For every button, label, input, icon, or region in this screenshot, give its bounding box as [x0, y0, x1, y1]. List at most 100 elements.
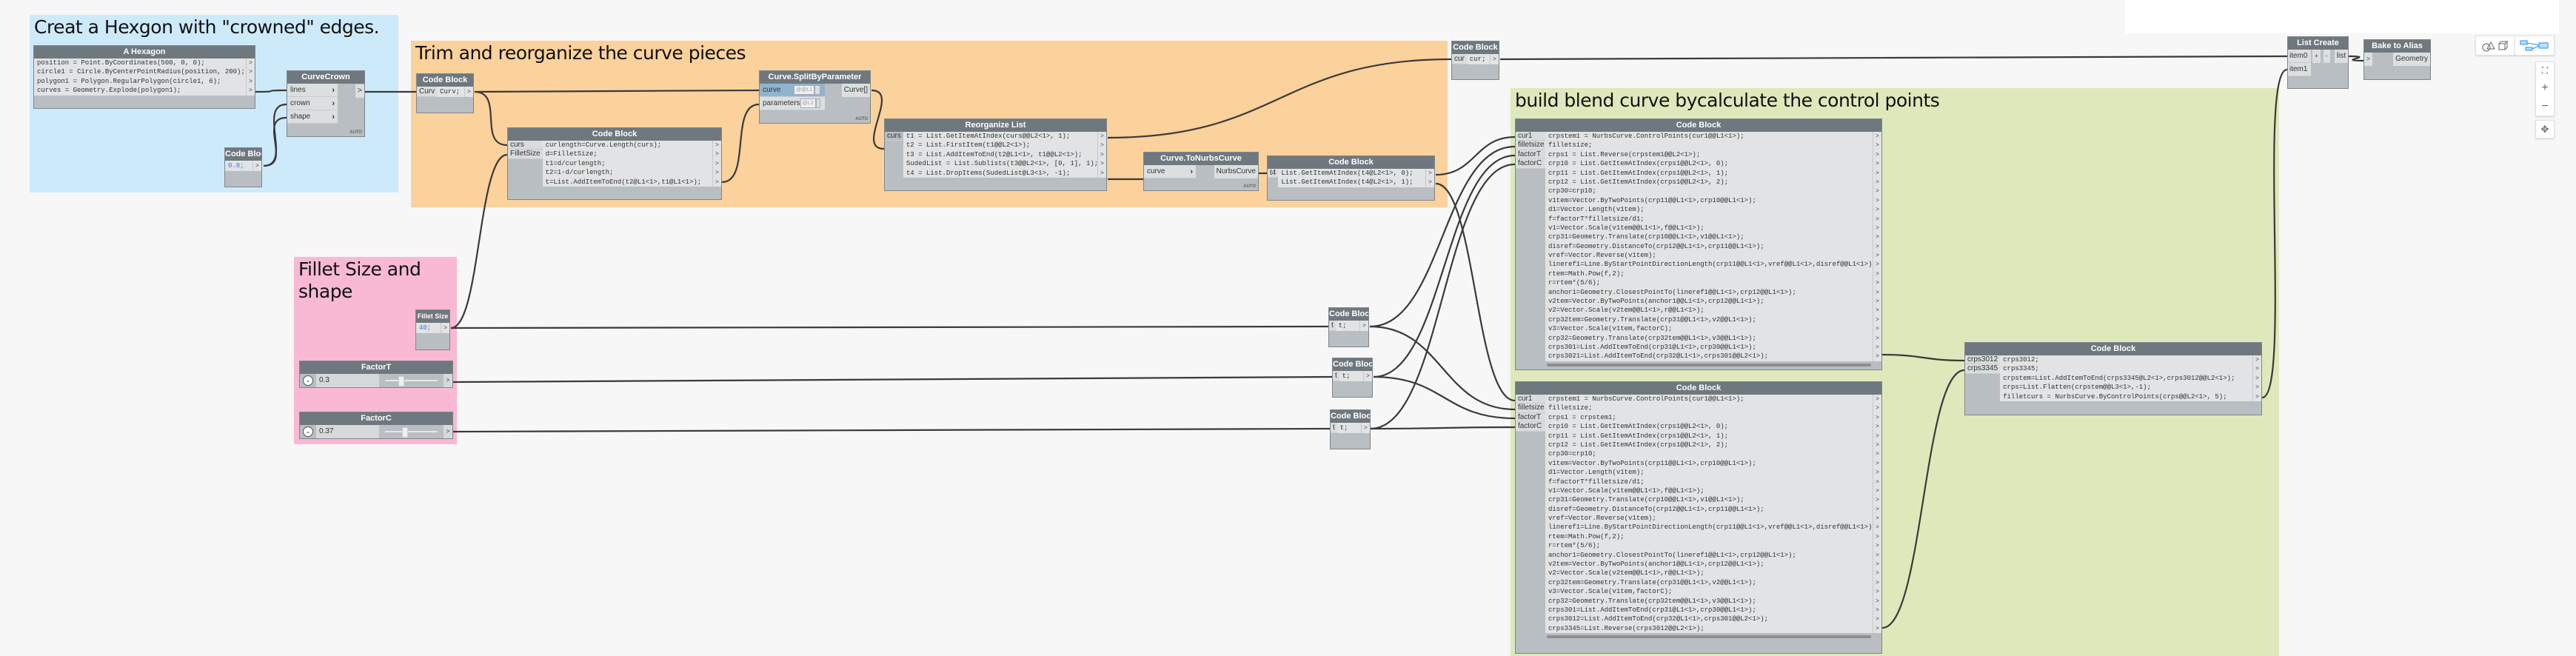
output-port[interactable]: > — [1873, 458, 1881, 469]
remove-input-button[interactable]: - — [2324, 50, 2330, 63]
code-line[interactable]: crpstem1 = NurbsCurve.ControlPoints(cur1… — [1545, 395, 1881, 404]
code-text[interactable]: v2=Vector.Scale(v2tem@@L1<1>,r@@L1<1>); — [1545, 306, 1873, 315]
code-line[interactable]: v2=Vector.Scale(v2tem@@L1<1>,r@@L1<1>);> — [1545, 569, 1881, 578]
code-text[interactable]: t1=d/curlength; — [542, 158, 712, 169]
output-port-nurbs-curve[interactable]: NurbsCurve — [1214, 165, 1258, 178]
code-line[interactable]: t1=d/curlength;> — [542, 158, 721, 169]
code-text[interactable]: List.GetItemAtIndex(t4@L2<1>, 1); — [1278, 178, 1425, 187]
slider-thumb[interactable] — [402, 427, 409, 438]
code-line[interactable]: rtem=Math.Pow(f,2);> — [1545, 269, 1881, 279]
code-line[interactable]: Curv;> — [437, 87, 473, 97]
code-line[interactable]: crp12 = List.GetItemAtIndex(crps1@@L2<1>… — [1545, 177, 1881, 187]
output-port[interactable]: > — [1873, 232, 1881, 242]
code-line[interactable]: crpstem=List.AddItemToEnd(crps3345@L2<1>… — [2000, 373, 2261, 384]
output-port[interactable]: > — [1873, 132, 1881, 141]
input-port[interactable]: factorT — [1516, 150, 1545, 160]
code-text[interactable]: crps=List.Flatten(crpstem@@L3<1>,-1); — [2000, 383, 2252, 392]
code-text[interactable]: crps301=List.AddItemToEnd(crp31@L1<1>,cr… — [1545, 342, 1873, 352]
code-text[interactable]: crps3012=List.AddItemToEnd(crp32@L1<1>,c… — [1545, 615, 1873, 624]
code-line[interactable]: anchor1=Geometry.ClosestPointTo(lineref1… — [1545, 550, 1881, 560]
zoom-to-fit-icon[interactable]: ⛶ — [2541, 64, 2549, 76]
code-text[interactable]: t; — [1339, 371, 1363, 381]
output-port[interactable]: > — [2252, 373, 2261, 384]
code-text[interactable]: crps1 = List.Reverse(crpstem1@@L2<1>); — [1545, 150, 1873, 160]
code-text[interactable]: rtem=Math.Pow(f,2); — [1545, 532, 1873, 542]
list-level-box[interactable]: @L2 — [800, 98, 816, 108]
output-port[interactable]: > — [1873, 486, 1881, 496]
code-line[interactable]: crp11 = List.GetItemAtIndex(crps1@@L2<1>… — [1545, 168, 1881, 178]
code-line[interactable]: cur;> — [1466, 54, 1499, 64]
geometry-view-toggle[interactable] — [2475, 36, 2515, 56]
output-port[interactable]: > — [1097, 159, 1106, 169]
output-port[interactable]: > — [1873, 251, 1881, 261]
code-line[interactable]: anchor1=Geometry.ClosestPointTo(lineref1… — [1545, 287, 1881, 298]
code-text[interactable]: crps301=List.AddItemToEnd(crp31@L1<1>,cr… — [1545, 605, 1873, 615]
input-port[interactable]: t — [1331, 423, 1337, 433]
code-line[interactable]: curves = Geometry.Explode(polygon1);> — [34, 86, 255, 96]
output-port[interactable]: > — [1425, 178, 1434, 187]
input-port[interactable]: factorC — [1516, 159, 1545, 169]
code-line[interactable]: crp32tem=Geometry.Translate(crp31@@L1<1>… — [1545, 315, 1881, 325]
code-line[interactable]: crps3345;> — [2000, 364, 2261, 374]
output-port[interactable]: > — [355, 84, 364, 98]
code-text[interactable]: t; — [1336, 423, 1361, 433]
node-curve-split-by-parameter[interactable]: Curve.SplitByParameter curve@@L1 paramet… — [759, 70, 871, 124]
output-port[interactable]: > — [1873, 269, 1881, 279]
output-port[interactable]: > — [1873, 569, 1881, 578]
expand-chevron-icon[interactable]: ⌄ — [303, 375, 313, 386]
code-line[interactable]: crp31=Geometry.Translate(crp10@@L1<1>,v1… — [1545, 495, 1881, 505]
connector-wire[interactable] — [452, 375, 1333, 384]
code-text[interactable]: crp32tem=Geometry.Translate(crp31@@L1<1>… — [1545, 315, 1873, 325]
code-line[interactable]: List.GetItemAtIndex(t4@L2<1>, 0);> — [1278, 169, 1434, 178]
code-line[interactable]: t;> — [1335, 321, 1368, 331]
code-text[interactable]: t; — [1335, 321, 1359, 331]
code-text[interactable]: t2=1-d/curlength; — [542, 168, 712, 178]
output-port[interactable]: > — [1873, 431, 1881, 441]
code-text[interactable]: v1tem=Vector.ByTwoPoints(crp11@@L1<1>,cr… — [1545, 458, 1873, 469]
connector-wire[interactable] — [452, 427, 1331, 433]
output-port[interactable]: > — [2252, 392, 2261, 401]
code-line[interactable]: d1=Vector.Length(v1tem);> — [1545, 468, 1881, 478]
code-text[interactable]: crp11 = List.GetItemAtIndex(crps1@@L2<1>… — [1545, 431, 1873, 441]
input-port[interactable]: > — [2364, 53, 2372, 66]
code-line[interactable]: crps1 = List.Reverse(crpstem1@@L2<1>);> — [1545, 150, 1881, 160]
node-code-block-t-3[interactable]: Code Block tt;> — [1330, 409, 1371, 449]
code-text[interactable]: t4 = List.DropItems(SudedList@L3<1>, -1)… — [903, 168, 1097, 178]
input-port[interactable]: filletsize — [1516, 141, 1545, 150]
input-port[interactable]: shape› — [287, 110, 338, 124]
output-port[interactable]: > — [1873, 241, 1881, 252]
code-text[interactable]: position = Point.ByCoordinates(500, 0, 0… — [34, 58, 246, 68]
connector-wire[interactable] — [1499, 55, 2288, 61]
lacing-label[interactable]: AUTO — [855, 117, 868, 121]
node-bake-to-alias[interactable]: Bake to Alias > Geometry — [2363, 39, 2431, 80]
code-text[interactable]: lineref1=Line.ByStartPointDirectionLengt… — [1545, 260, 1873, 270]
code-line[interactable]: v2=Vector.Scale(v2tem@@L1<1>,r@@L1<1>);> — [1545, 306, 1881, 315]
input-port[interactable]: filletsize — [1516, 404, 1545, 413]
output-port[interactable]: > — [1873, 514, 1881, 523]
code-text[interactable]: v1tem=Vector.ByTwoPoints(crp11@@L1<1>,cr… — [1545, 195, 1873, 206]
output-port[interactable]: > — [1097, 150, 1106, 160]
code-text[interactable]: crp30=crp10; — [1545, 449, 1873, 459]
code-line[interactable]: crp30=crp10;> — [1545, 449, 1881, 459]
code-line[interactable]: v2tem=Vector.ByTwoPoints(anchor1@@L1<1>,… — [1545, 560, 1881, 569]
code-text[interactable]: f=factorT*filletsize/d1; — [1545, 214, 1873, 224]
output-port[interactable]: > — [1873, 395, 1881, 404]
output-port[interactable]: > — [1873, 477, 1881, 486]
code-text[interactable]: crp10 = List.GetItemAtIndex(crps1@@L2<1>… — [1545, 159, 1873, 169]
lacing-label[interactable]: AUTO — [349, 130, 362, 135]
output-port-curve-array[interactable]: Curve[] — [841, 84, 870, 97]
code-text[interactable]: v2tem=Vector.ByTwoPoints(anchor1@@L1<1>,… — [1545, 560, 1873, 569]
add-input-button[interactable]: + — [2312, 50, 2321, 63]
output-port[interactable]: > — [441, 323, 449, 333]
code-text[interactable]: v2=Vector.Scale(v2tem@@L1<1>,r@@L1<1>); — [1545, 569, 1873, 578]
input-port[interactable]: Curv — [417, 87, 438, 97]
output-port[interactable]: > — [1873, 541, 1881, 551]
node-code-block-0-8[interactable]: Code Block 0.8;> — [224, 147, 262, 187]
output-port[interactable]: > — [246, 86, 255, 96]
output-port[interactable]: > — [1873, 187, 1881, 196]
